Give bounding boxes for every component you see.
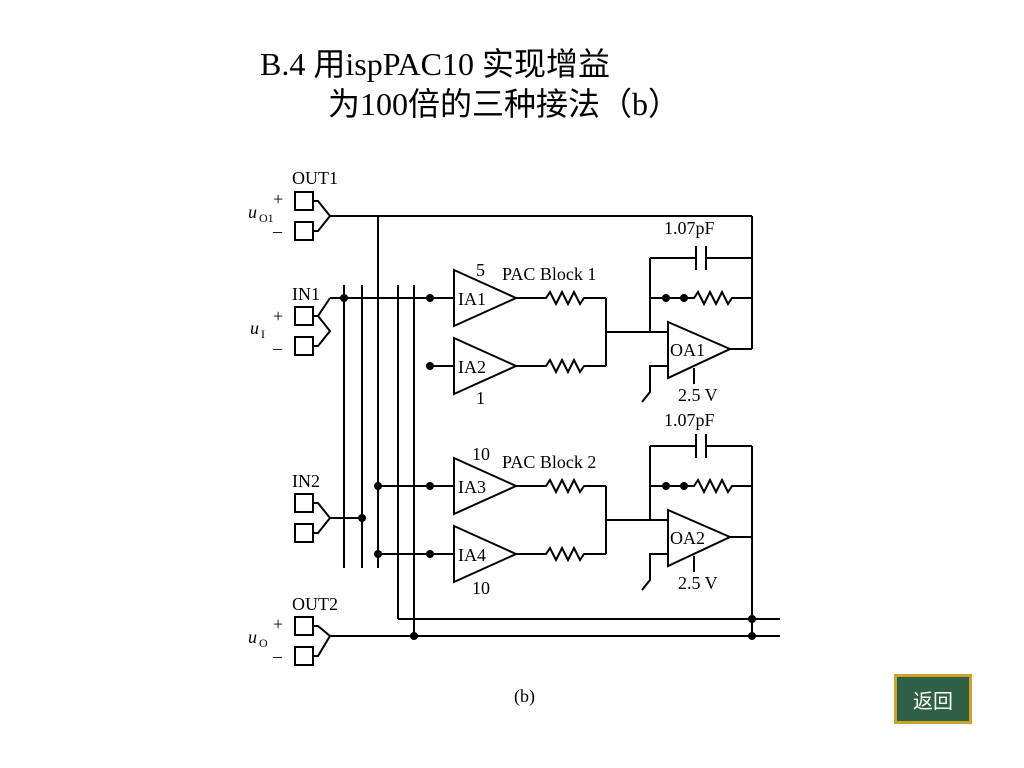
oa1-amplifier: [667, 320, 733, 380]
feedback-resistor-2: [650, 477, 752, 495]
capacitor-1: [650, 246, 752, 270]
ui-subscript: I: [261, 327, 265, 341]
minus-in1: –: [272, 338, 283, 358]
label-cap-1: 1.07pF: [664, 218, 715, 238]
label-ia3: IA3: [458, 477, 486, 497]
ref-stub-2: [641, 553, 668, 591]
label-oa2: OA2: [670, 528, 705, 548]
label-ia4: IA4: [458, 545, 486, 565]
title-line-1: B.4 用ispPAC10 实现增益: [260, 46, 611, 82]
label-vref-1: 2.5 V: [678, 385, 718, 405]
minus-out1: –: [272, 221, 283, 241]
plus-out1: +: [273, 189, 283, 209]
ia4-amplifier: [453, 524, 519, 584]
label-oa1: OA1: [670, 340, 705, 360]
port-out1: [294, 191, 332, 241]
gain-ia1: 5: [476, 260, 485, 280]
oa2-amplifier: [667, 508, 733, 568]
plus-in1: +: [273, 306, 283, 326]
uo-subscript: O: [259, 636, 268, 650]
port-in1: [294, 297, 332, 356]
resistor-ia1: [516, 289, 606, 307]
label-out2: OUT2: [292, 594, 338, 614]
minus-out2: –: [272, 646, 283, 666]
port-out2: [294, 616, 332, 666]
label-vref-2: 2.5 V: [678, 573, 718, 593]
label-in2: IN2: [292, 471, 320, 491]
resistor-ia4: [516, 545, 606, 563]
resistor-ia2: [516, 357, 606, 375]
label-block-1: PAC Block 1: [502, 264, 596, 284]
gain-ia2: 1: [476, 388, 485, 408]
ia1-amplifier: [453, 268, 519, 328]
label-cap-2: 1.07pF: [664, 410, 715, 430]
gain-ia3: 10: [472, 444, 490, 464]
capacitor-2: [650, 434, 752, 458]
label-block-2: PAC Block 2: [502, 452, 596, 472]
feedback-resistor-1: [650, 289, 752, 307]
label-ia1: IA1: [458, 289, 486, 309]
ia2-amplifier: [453, 336, 519, 396]
junction-dots: [340, 294, 756, 640]
title-line-2: 为100倍的三种接法（b）: [328, 86, 681, 122]
label-out1: OUT1: [292, 168, 338, 188]
uo-symbol: u: [248, 627, 257, 647]
figure-caption: (b): [514, 686, 535, 706]
pac-block-1: [453, 246, 753, 403]
ui-symbol: u: [250, 318, 259, 338]
uo1-symbol: u: [248, 202, 257, 222]
label-ia2: IA2: [458, 357, 486, 377]
ia3-amplifier: [453, 456, 519, 516]
gain-ia4: 10: [472, 578, 490, 598]
resistor-ia3: [516, 477, 606, 495]
ref-stub-1: [641, 365, 668, 403]
port-in2: [294, 493, 332, 543]
slide-title: B.4 用ispPAC10 实现增益 为100倍的三种接法（b）: [260, 44, 680, 124]
back-button[interactable]: 返回: [894, 674, 972, 724]
label-in1: IN1: [292, 284, 320, 304]
uo1-subscript: O1: [259, 211, 274, 225]
pac-block-2: [453, 434, 753, 636]
plus-out2: +: [273, 614, 283, 634]
